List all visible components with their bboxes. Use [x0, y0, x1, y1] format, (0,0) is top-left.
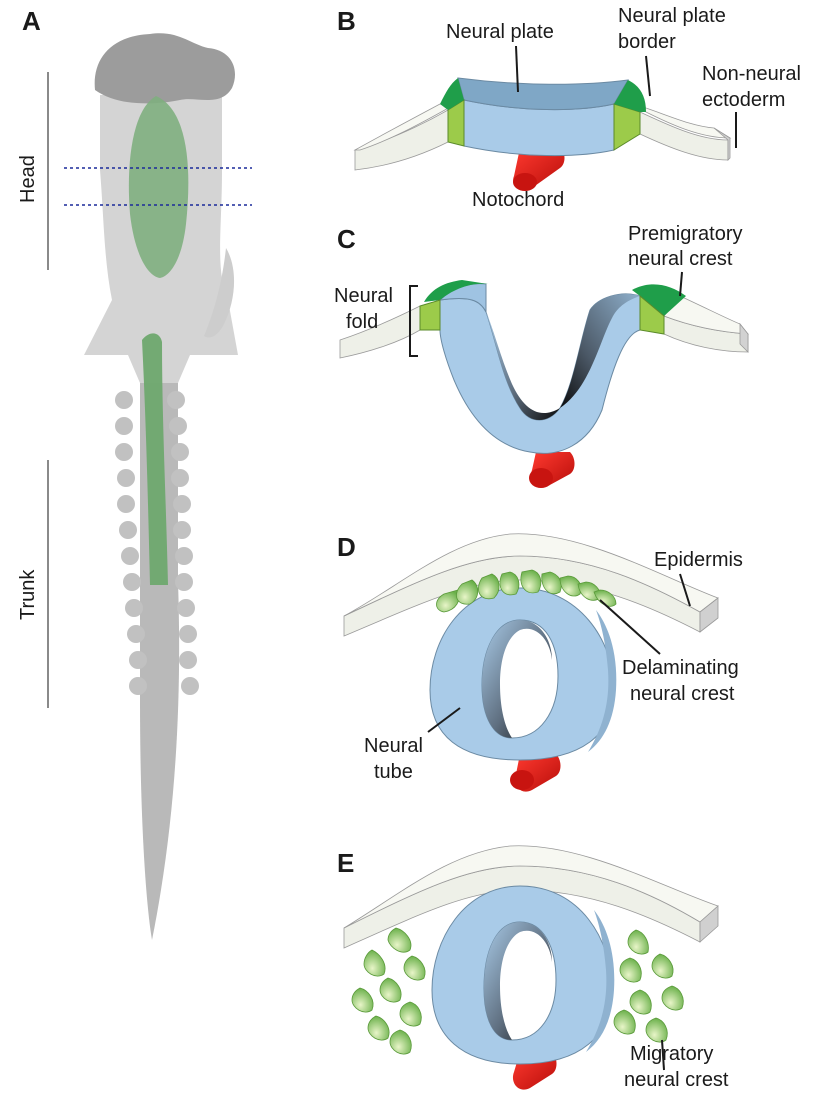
notochord-label: Notochord — [472, 189, 564, 211]
neural-tube-d — [430, 588, 614, 760]
nonneural-label-line2: ectoderm — [702, 89, 785, 111]
delam-label-line2: neural crest — [630, 683, 735, 705]
mig-label-line2: neural crest — [624, 1069, 729, 1091]
panel-letter-b: B — [337, 6, 356, 36]
panel-letter-a: A — [22, 6, 41, 36]
panel-e: E — [337, 846, 729, 1091]
border-leader — [646, 56, 650, 96]
epidermis-label: Epidermis — [654, 549, 743, 571]
migratory-cells-right — [614, 930, 683, 1042]
nonneural-label-line1: Non-neural — [702, 63, 801, 85]
neural-plate-label: Neural plate — [446, 21, 554, 43]
trunk-label: Trunk — [17, 569, 39, 620]
premig-label-line1: Premigratory — [628, 223, 742, 245]
panel-d: D Epidermis Delaminating neural crest — [337, 532, 743, 792]
neural-plate-border-right — [614, 104, 640, 150]
panel-letter-e: E — [337, 848, 354, 878]
neural-tube-lumen-e — [484, 922, 552, 1040]
embryo-forebrain — [95, 33, 235, 103]
panel-letter-c: C — [337, 224, 356, 254]
neural-tube-e — [432, 886, 612, 1064]
mig-label-line1: Migratory — [630, 1043, 713, 1065]
fold-label-line2: fold — [346, 311, 378, 333]
delam-label-line1: Delaminating — [622, 657, 739, 679]
border-label-line2: border — [618, 31, 676, 53]
fold-label-line1: Neural — [334, 285, 393, 307]
border-label-line1: Neural plate — [618, 5, 726, 27]
panel-b: B Neural plate Neural plate border Non-n… — [337, 5, 801, 211]
tube-label-line1: Neural — [364, 735, 423, 757]
panel-a: A — [17, 6, 252, 940]
panel-c: C Premigratory neural crest Neural fold — [334, 223, 748, 488]
tube-label-line2: tube — [374, 761, 413, 783]
migratory-cells-left — [352, 928, 425, 1054]
head-label: Head — [17, 155, 39, 203]
embryo-tail — [140, 580, 179, 940]
ectoderm-left-b — [355, 110, 448, 170]
premig-label-line2: neural crest — [628, 248, 733, 270]
panel-letter-d: D — [337, 532, 356, 562]
premig-leader — [680, 272, 682, 296]
border-left-c — [420, 300, 440, 330]
embryo — [64, 33, 252, 940]
